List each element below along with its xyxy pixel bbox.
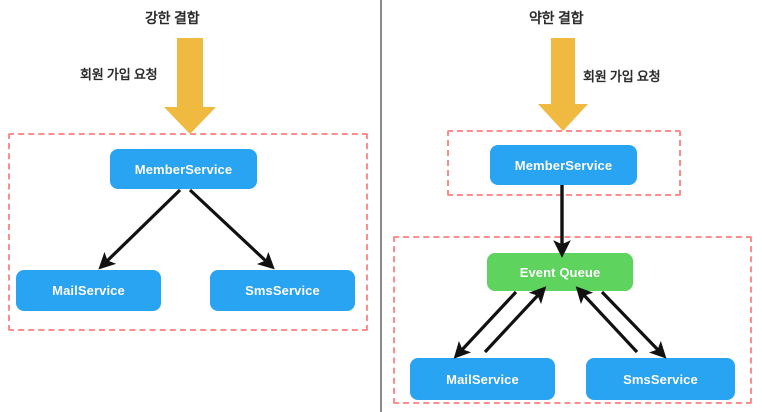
- node-member-service-right[interactable]: MemberService: [490, 145, 637, 185]
- node-mail-service-left[interactable]: MailService: [16, 270, 161, 311]
- group-boundary-event-driven: [393, 236, 752, 404]
- node-sms-service-right[interactable]: SmsService: [586, 358, 735, 400]
- request-arrow-left: [164, 38, 216, 134]
- node-mail-service-right[interactable]: MailService: [410, 358, 555, 400]
- group-boundary-member: [447, 130, 681, 196]
- node-sms-service-left[interactable]: SmsService: [210, 270, 355, 311]
- request-arrow-right: [538, 38, 588, 131]
- panel-title-strong-coupling: 강한 결합: [145, 10, 200, 26]
- panel-divider: [380, 0, 382, 412]
- node-event-queue[interactable]: Event Queue: [487, 253, 633, 291]
- node-member-service-left[interactable]: MemberService: [110, 149, 257, 189]
- request-label-left: 회원 가입 요청: [80, 67, 158, 82]
- group-boundary-strong-coupling: [8, 133, 368, 331]
- request-label-right: 회원 가입 요청: [583, 69, 661, 84]
- panel-title-loose-coupling: 약한 결합: [529, 10, 584, 26]
